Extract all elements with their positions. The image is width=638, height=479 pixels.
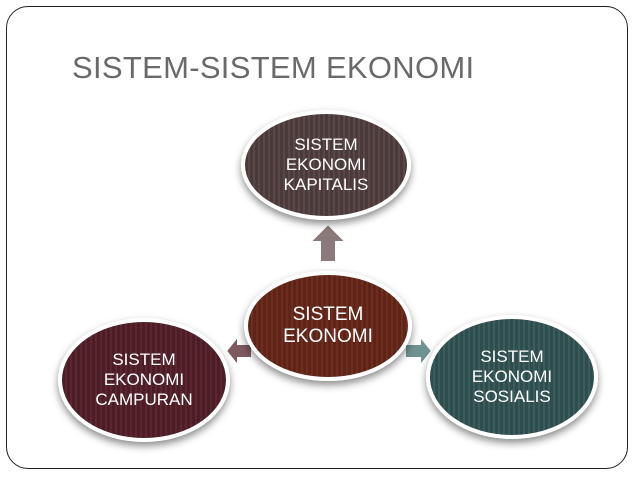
arrow-up-icon — [308, 222, 348, 263]
arrow-left-shape — [224, 333, 253, 369]
arrow-right-shape — [404, 333, 434, 369]
arrow-left-icon — [224, 333, 253, 369]
arrow-right-icon — [404, 333, 434, 369]
node-kapitalis-label: SISTEM EKONOMI KAPITALIS — [283, 134, 369, 195]
node-sosialis: SISTEM EKONOMI SOSIALIS — [426, 315, 598, 439]
node-kapitalis: SISTEM EKONOMI KAPITALIS — [241, 110, 411, 220]
node-campuran: SISTEM EKONOMI CAMPURAN — [58, 318, 230, 442]
node-sosialis-label: SISTEM EKONOMI SOSIALIS — [471, 346, 553, 407]
arrow-up-shape — [308, 222, 348, 263]
slide-title: SISTEM-SISTEM EKONOMI — [72, 50, 475, 85]
node-ekonomi-center: SISTEM EKONOMI — [244, 271, 412, 381]
node-center-label: SISTEM EKONOMI — [283, 303, 373, 347]
node-campuran-label: SISTEM EKONOMI CAMPURAN — [95, 349, 193, 410]
